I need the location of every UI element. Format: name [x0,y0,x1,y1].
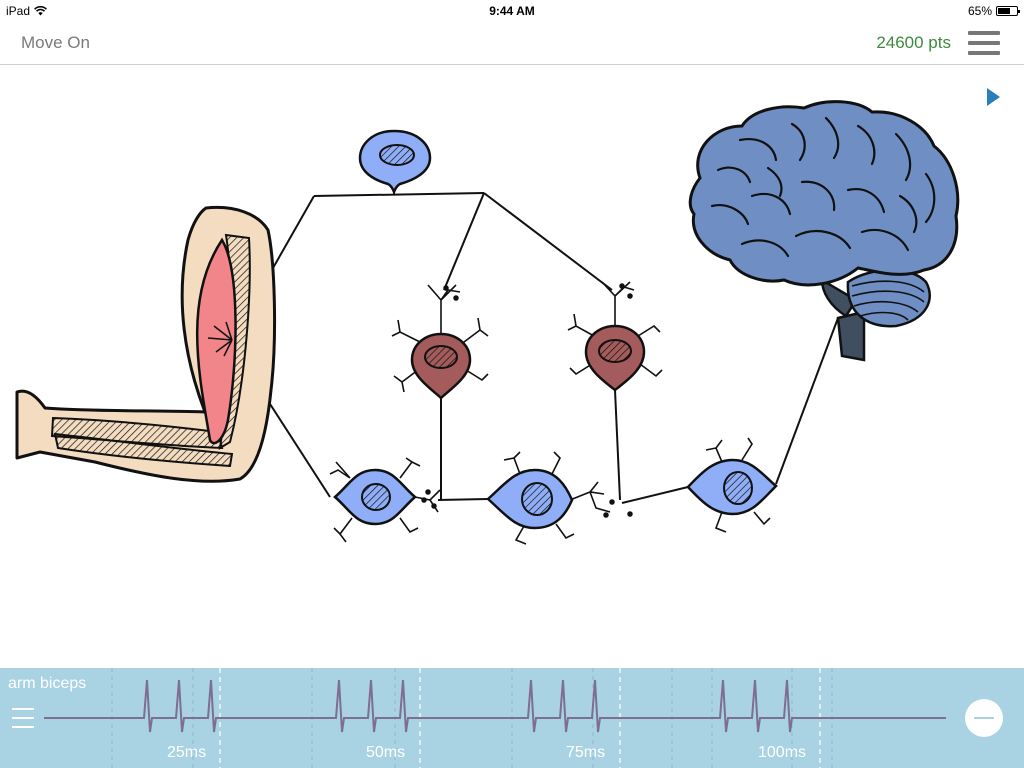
motor-endplate [207,321,233,357]
minus-circle-icon[interactable] [965,699,1003,737]
time-tick-label: 50ms [366,744,406,761]
move-on-button[interactable]: Move On [21,33,90,52]
battery-fill [998,8,1010,14]
status-bar-left: iPad [6,4,47,18]
status-bar-right: 65% [967,4,1020,18]
interneuron-right [567,281,663,392]
motor-neuron-1 [329,457,441,543]
trace-line [44,679,946,733]
nav-bar: Move On 24600 pts [0,22,1024,65]
arm-illustration [15,205,277,483]
motor-neuron-2 [486,451,611,545]
neural-circuit-diagram [15,88,1000,545]
drag-handle-icon[interactable] [12,706,34,730]
trace-panel: arm biceps 25ms 50ms 75ms 100ms [0,668,1024,768]
play-triangle-icon[interactable] [987,88,1000,106]
battery-percent: 65% [967,4,992,18]
status-time: 9:44 AM [489,4,535,18]
time-tick-label: 100ms [758,744,807,761]
sensory-neuron [358,129,432,196]
points-label: 24600 pts [876,33,951,52]
interneuron-left [391,284,489,400]
time-tick-label: 25ms [167,744,207,761]
trace-label: arm biceps [8,675,87,692]
spike-trace [44,668,946,768]
brain-illustration [688,100,960,362]
status-bar: iPad 9:44 AM 65% [0,0,1024,22]
battery-icon [996,6,1020,16]
synapse-terminals [421,283,633,518]
hamburger-menu-icon[interactable] [968,31,1000,55]
time-tick-label: 75ms [566,744,606,761]
biceps-muscle [195,237,237,445]
motor-neuron-3 [686,437,778,533]
device-name: iPad [6,4,31,18]
wifi-icon [34,6,47,16]
